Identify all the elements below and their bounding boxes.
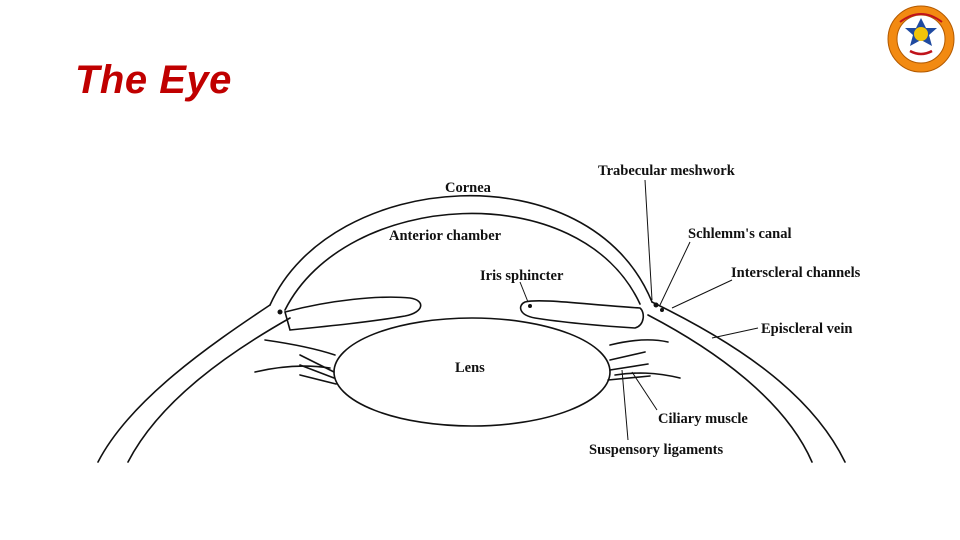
sclera-inner-left <box>127 317 291 463</box>
label-trabecular-meshwork: Trabecular meshwork <box>598 163 736 179</box>
leader-episcleral <box>711 327 759 339</box>
iris-sphincter-mark <box>528 304 532 308</box>
angle-detail <box>277 302 664 315</box>
label-lens: Lens <box>455 360 485 376</box>
leader-interscleral <box>671 279 733 309</box>
sclera-inner-right <box>647 314 813 463</box>
schlemms-canal-mark <box>660 308 664 312</box>
slide-title: The Eye <box>75 58 232 102</box>
ligament-right-1 <box>609 351 646 361</box>
trabecular-meshwork-mark <box>653 302 659 308</box>
ligament-right-2 <box>609 363 649 371</box>
iris-left <box>284 296 422 331</box>
ligament-right-3 <box>607 375 651 381</box>
label-interscleral-channels: Interscleral channels <box>731 265 861 281</box>
university-seal-icon <box>887 5 955 73</box>
ciliary-body-left <box>264 339 336 356</box>
sclera-outer-right <box>651 301 846 463</box>
ligament-left-2 <box>299 364 335 379</box>
ciliary-body-right <box>609 339 669 346</box>
leader-lines <box>519 179 759 441</box>
iris-right <box>519 300 645 329</box>
label-schlemms-canal: Schlemm's canal <box>688 226 792 242</box>
label-anterior-chamber: Anterior chamber <box>389 228 502 244</box>
leader-suspensory <box>621 369 629 441</box>
leader-ciliary <box>631 371 658 411</box>
cornea-inner <box>284 212 641 311</box>
ligament-left-3 <box>299 374 337 385</box>
ciliary-body-right-lower <box>614 372 681 379</box>
sclera-outer-left <box>97 304 271 463</box>
label-cornea: Cornea <box>445 180 492 196</box>
leader-trabecular <box>644 179 653 301</box>
left-angle-mark <box>277 309 283 315</box>
label-iris-sphincter: Iris sphincter <box>480 268 564 284</box>
leader-schlemm <box>659 241 691 306</box>
label-ciliary-muscle: Ciliary muscle <box>658 411 748 427</box>
ligament-left-1 <box>299 354 335 373</box>
label-episcleral-vein: Episcleral vein <box>761 321 852 337</box>
cornea-outer <box>269 195 653 306</box>
label-suspensory-ligaments: Suspensory ligaments <box>589 442 724 458</box>
eye-structure <box>97 195 846 463</box>
ciliary-body-left-lower <box>254 365 331 373</box>
leader-iris-sphincter <box>519 281 529 303</box>
